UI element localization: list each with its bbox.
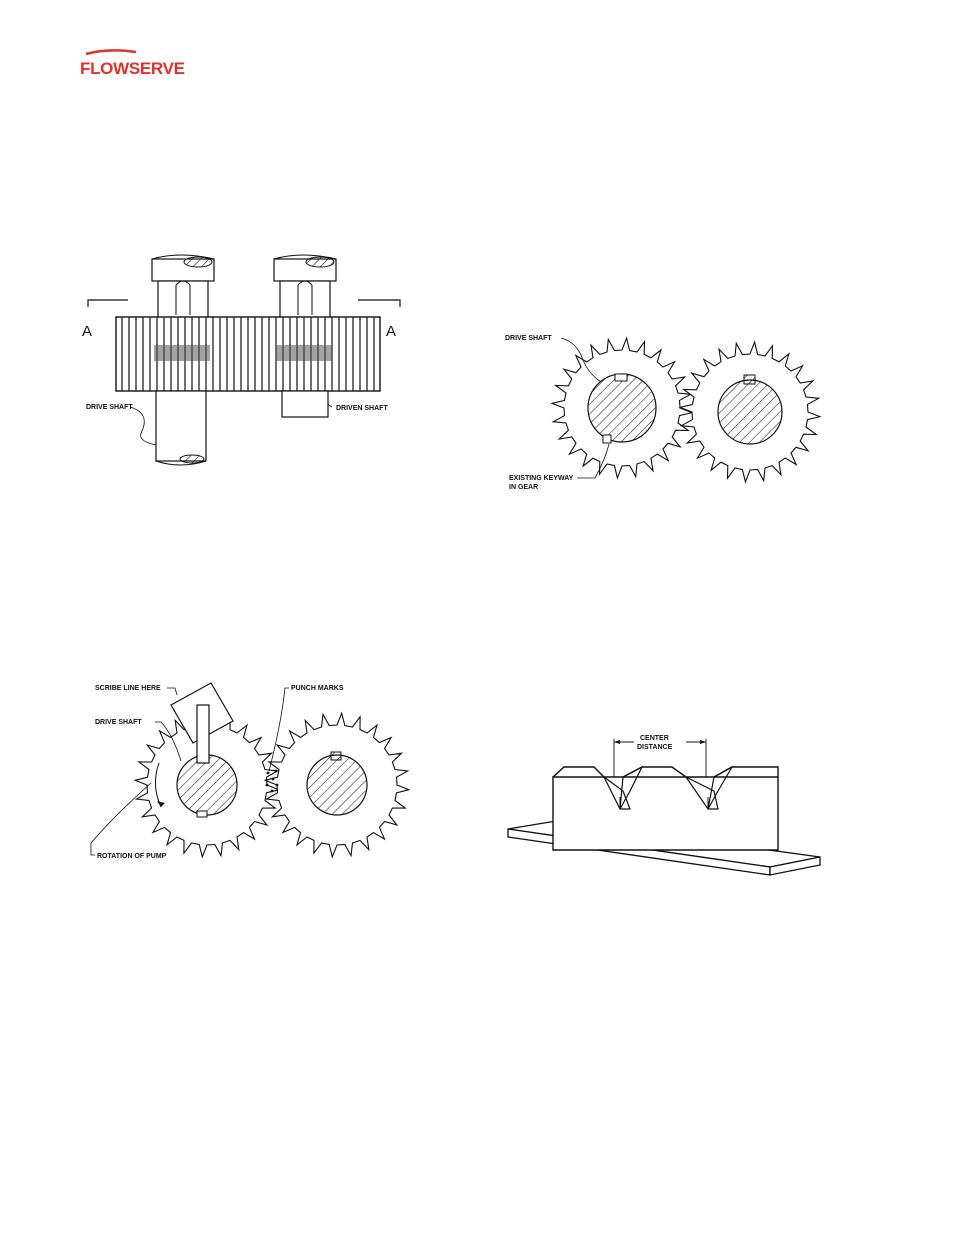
- drive-shaft-label: DRIVE SHAFT: [505, 335, 552, 342]
- flowserve-logo: [85, 49, 137, 56]
- in-gear-label: IN GEAR: [509, 484, 538, 491]
- drive-shaft-section: [587, 373, 657, 443]
- figure-gear-assembly-front-view: A A DRIVE SHAFT DRIVEN SHAFT: [82, 254, 401, 466]
- drive-shaft-label: DRIVE SHAFT: [95, 719, 142, 726]
- figure-v-block-center-distance: CENTER DISTANCE: [507, 735, 821, 876]
- punch-marks: [265, 769, 279, 793]
- distance-label: DISTANCE: [637, 744, 673, 751]
- drive-shaft-label: DRIVE SHAFT: [86, 404, 133, 411]
- brand-name: FLOWSERVE: [80, 59, 185, 78]
- figure-scribe-and-punch-marks: SCRIBE LINE HERE PUNCH MARKS DRIVE SHAFT…: [90, 682, 411, 860]
- figure-gears-existing-keyway: DRIVE SHAFT EXISTING KEYWAY IN GEAR: [505, 335, 822, 491]
- driven-shaft-section: [717, 379, 783, 445]
- section-mark-left: A: [82, 299, 128, 340]
- driven-shaft-label: DRIVEN SHAFT: [336, 405, 388, 412]
- svg-text:A: A: [82, 323, 92, 340]
- section-mark-right: A: [358, 299, 401, 340]
- svg-text:A: A: [386, 323, 396, 340]
- punch-marks-label: PUNCH MARKS: [291, 685, 344, 692]
- center-label: CENTER: [640, 735, 669, 742]
- existing-keyway-label: EXISTING KEYWAY: [509, 475, 574, 482]
- rotation-of-pump-label: ROTATION OF PUMP: [97, 853, 167, 860]
- scribe-line-label: SCRIBE LINE HERE: [95, 685, 161, 692]
